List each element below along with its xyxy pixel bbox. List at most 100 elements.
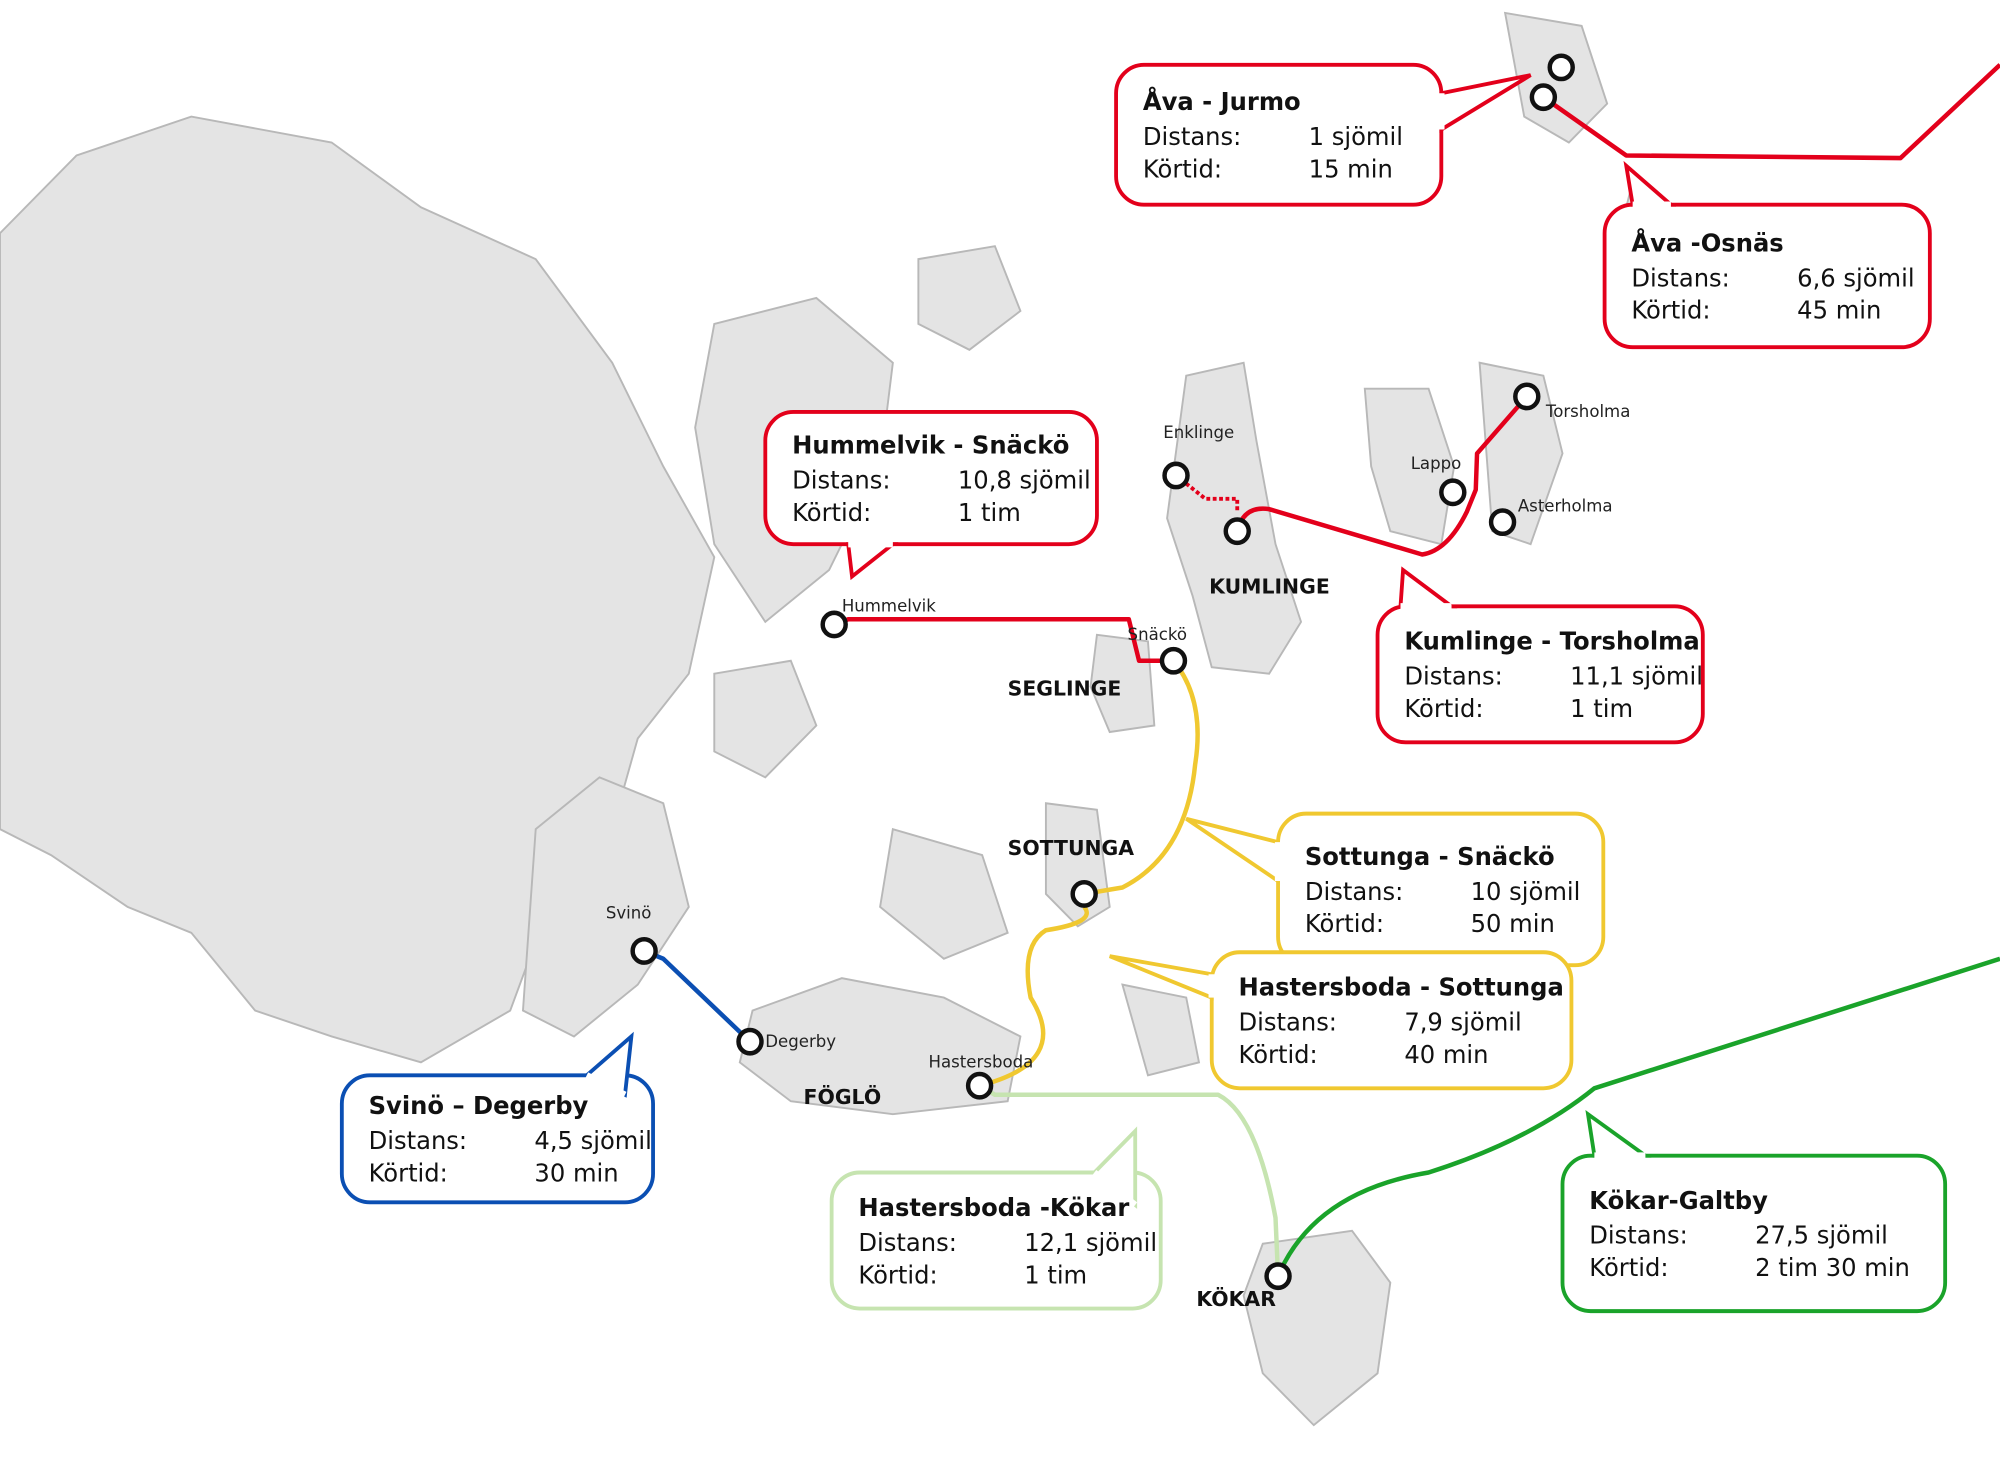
callout-pointer — [1185, 816, 1280, 885]
distance-label: Distans: — [1239, 1007, 1337, 1036]
callout-bubble — [1209, 950, 1574, 1091]
callout-bubble — [339, 1073, 655, 1205]
port-label: Hummelvik — [842, 595, 936, 615]
route-kokar-galtby — [1276, 956, 2000, 1278]
distance-label: Distans: — [792, 465, 890, 494]
island-label: FÖGLÖ — [804, 1084, 882, 1109]
distance-label: Distans: — [369, 1126, 467, 1155]
distance-value: 6,6 sjömil — [1797, 263, 1914, 292]
callout-title: Kökar-Galtby — [1589, 1186, 1768, 1215]
distance-value: 10,8 sjömil — [958, 465, 1091, 494]
distance-value: 27,5 sjömil — [1755, 1221, 1888, 1250]
time-value: 2 tim 30 min — [1755, 1253, 1910, 1282]
time-label: Körtid: — [1239, 1040, 1318, 1069]
time-value: 40 min — [1404, 1040, 1488, 1069]
port-marker[interactable] — [1223, 517, 1251, 546]
port-marker[interactable] — [1529, 83, 1558, 112]
callout-bubble — [763, 410, 1099, 547]
route-svino-degerby — [643, 948, 752, 1044]
port-label: Svinö — [606, 902, 652, 922]
distance-label: Distans: — [858, 1228, 956, 1257]
callout-pointer — [1439, 73, 1532, 133]
callout-title: Hummelvik - Snäckö — [792, 430, 1069, 459]
port-marker[interactable] — [965, 1071, 994, 1100]
island-label: KÖKAR — [1196, 1286, 1276, 1311]
port-marker[interactable] — [630, 937, 658, 965]
port-marker[interactable] — [1488, 508, 1517, 537]
callout-title: Svinö – Degerby — [369, 1091, 589, 1120]
callout-bubble — [829, 1170, 1163, 1311]
route-hastersboda-sottunga — [979, 905, 1089, 1088]
port-marker[interactable] — [1264, 1262, 1292, 1291]
port-marker[interactable] — [1159, 646, 1188, 675]
callout-title: Åva -Osnäs — [1631, 228, 1783, 257]
time-label: Körtid: — [1589, 1253, 1668, 1282]
distance-label: Distans: — [1404, 662, 1502, 691]
callout-title: Hastersboda -Kökar — [858, 1193, 1129, 1222]
distance-label: Distans: — [1305, 877, 1403, 906]
port-marker[interactable] — [736, 1027, 764, 1056]
port-label: Asterholma — [1518, 496, 1613, 516]
callout-bubble — [1602, 202, 1932, 350]
time-value: 50 min — [1471, 909, 1555, 938]
callout-pointer — [1585, 1109, 1652, 1158]
callout-bubble — [1114, 62, 1444, 207]
port-marker[interactable] — [1162, 461, 1190, 490]
callout-bubble — [1375, 604, 1705, 745]
time-value: 1 tim — [1570, 694, 1633, 723]
callout-bubble — [1560, 1153, 1948, 1314]
time-value: 1 tim — [958, 498, 1021, 527]
port-marker[interactable] — [1547, 53, 1575, 82]
distance-value: 4,5 sjömil — [534, 1126, 651, 1155]
distance-value: 10 sjömil — [1471, 877, 1581, 906]
port-marker[interactable] — [820, 610, 848, 639]
port-label: Hastersboda — [929, 1051, 1034, 1071]
time-label: Körtid: — [1631, 296, 1710, 325]
time-label: Körtid: — [858, 1260, 937, 1289]
port-label: Snäckö — [1128, 624, 1187, 644]
island-label: SEGLINGE — [1008, 677, 1122, 701]
ports: EnklingeTorsholmaLappoAsterholmaHummelvi… — [606, 53, 1630, 1291]
island-label: KUMLINGE — [1209, 574, 1330, 598]
port-marker[interactable] — [1439, 478, 1467, 507]
port-label: Enklinge — [1163, 422, 1234, 442]
time-value: 1 tim — [1024, 1260, 1087, 1289]
time-label: Körtid: — [1404, 694, 1483, 723]
time-label: Körtid: — [369, 1158, 448, 1187]
route-kumlinge-torsholma — [1235, 394, 1529, 557]
time-label: Körtid: — [1305, 909, 1384, 938]
callout-pointer — [846, 542, 899, 581]
callout-title: Hastersboda - Sottunga — [1239, 972, 1564, 1001]
callout-title: Åva - Jurmo — [1143, 87, 1301, 116]
distance-label: Distans: — [1631, 263, 1729, 292]
distance-value: 11,1 sjömil — [1570, 662, 1703, 691]
time-label: Körtid: — [792, 498, 871, 527]
port-label: Torsholma — [1545, 401, 1630, 421]
distance-value: 12,1 sjömil — [1024, 1228, 1157, 1257]
route-enklinge-dotted — [1174, 473, 1240, 512]
callout-pointer — [1623, 160, 1677, 207]
time-label: Körtid: — [1143, 154, 1222, 183]
distance-label: Distans: — [1589, 1221, 1687, 1250]
port-marker[interactable] — [1070, 880, 1098, 908]
callout-title: Kumlinge - Torsholma — [1404, 627, 1699, 656]
time-value: 45 min — [1797, 296, 1881, 325]
route-ava-osnas — [1542, 63, 2000, 161]
time-value: 30 min — [534, 1158, 618, 1187]
distance-value: 7,9 sjömil — [1404, 1007, 1521, 1036]
distance-label: Distans: — [1143, 122, 1241, 151]
port-label: Lappo — [1411, 453, 1462, 473]
port-marker[interactable] — [1513, 382, 1541, 411]
distance-value: 1 sjömil — [1309, 122, 1403, 151]
